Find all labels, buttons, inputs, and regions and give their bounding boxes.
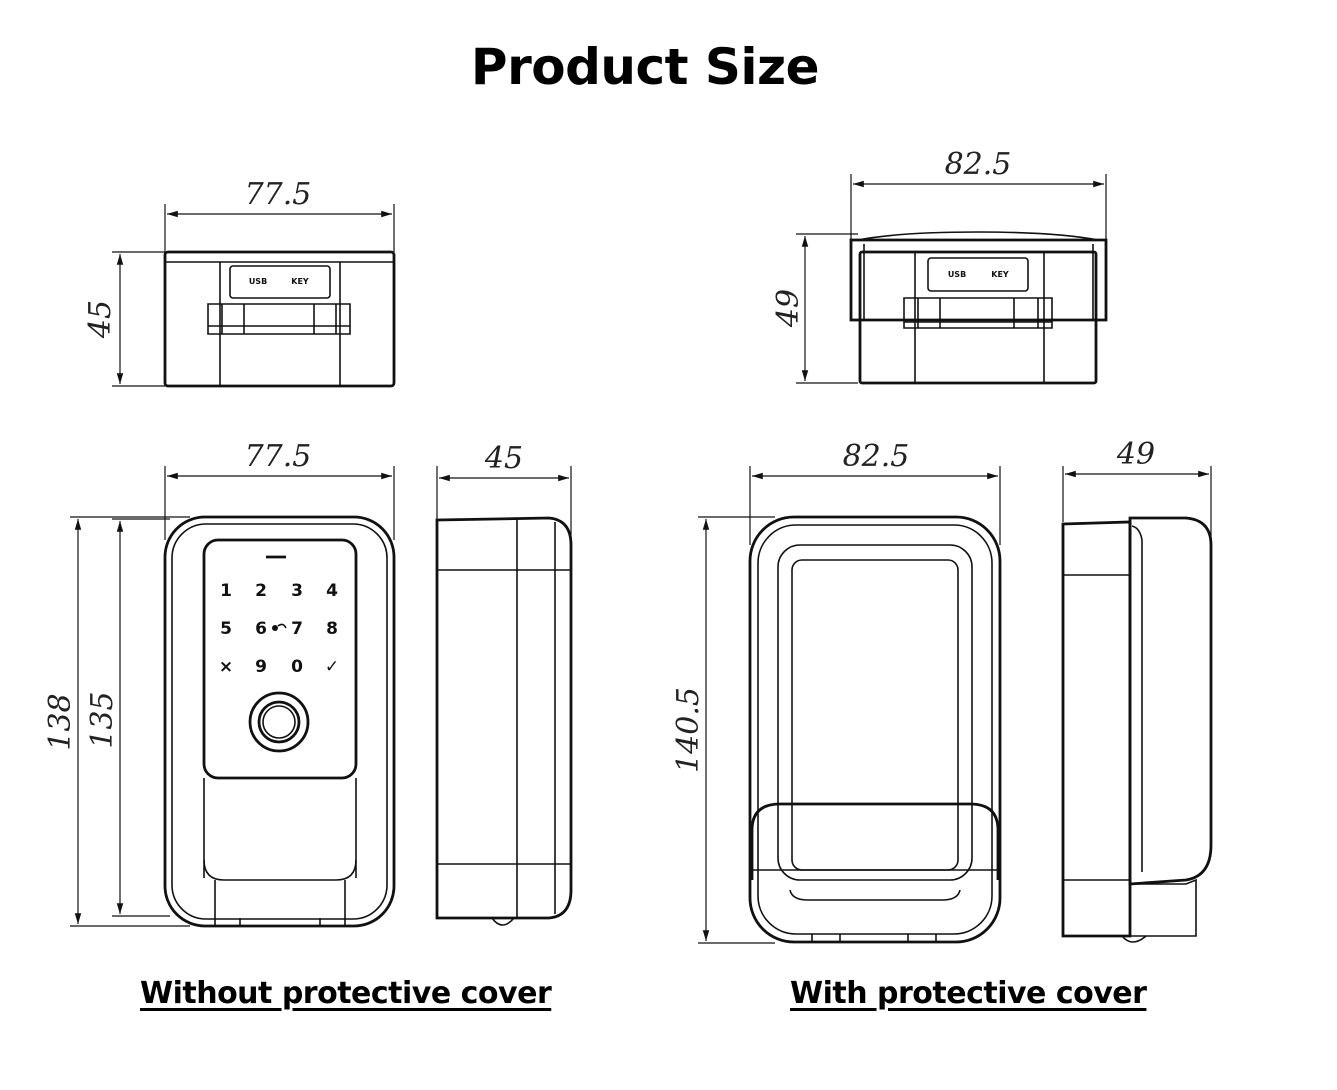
left-side-depth-dimension: 45 bbox=[436, 441, 572, 540]
left-side-view: 45 bbox=[435, 441, 573, 926]
page-title: Product Size bbox=[470, 38, 820, 96]
caption-without-cover: Without protective cover bbox=[140, 976, 552, 1011]
right-top-view: 82.5 49 USB KEY bbox=[771, 147, 1108, 385]
left-key-port-label: KEY bbox=[291, 277, 309, 286]
right-top-width-dimension: 82.5 bbox=[850, 147, 1107, 240]
left-front-width-dimension: 77.5 bbox=[164, 439, 395, 540]
left-front-width-label: 77.5 bbox=[245, 439, 312, 474]
key-3: 3 bbox=[291, 581, 303, 601]
right-top-height-label: 49 bbox=[771, 289, 806, 328]
left-top-height-label: 45 bbox=[83, 300, 118, 339]
key-cancel: × bbox=[219, 657, 233, 677]
right-usb-port-label: USB bbox=[948, 270, 966, 279]
key-0: 0 bbox=[291, 657, 303, 677]
right-side-depth-label: 49 bbox=[1116, 437, 1155, 472]
left-inner-height-label: 135 bbox=[85, 691, 120, 748]
fingerprint-sensor-icon bbox=[248, 691, 310, 753]
right-top-width-label: 82.5 bbox=[945, 147, 1012, 182]
right-front-view: 82.5 140.5 bbox=[671, 439, 1002, 944]
right-front-width-dimension: 82.5 bbox=[749, 439, 1001, 545]
key-9: 9 bbox=[255, 657, 267, 677]
left-top-width-dimension: 77.5 bbox=[164, 177, 395, 252]
left-outer-height-label: 138 bbox=[43, 693, 78, 750]
right-height-dimension: 140.5 bbox=[671, 516, 775, 944]
left-top-width-label: 77.5 bbox=[245, 177, 312, 212]
key-4: 4 bbox=[326, 581, 338, 601]
right-top-height-dimension: 49 bbox=[771, 233, 858, 384]
key-1: 1 bbox=[220, 581, 232, 601]
keypad: 1 2 3 4 5 6 7 8 × 9 0 ✓ bbox=[219, 581, 339, 677]
key-5: 5 bbox=[220, 619, 232, 639]
left-top-view: 77.5 45 USB KEY bbox=[83, 177, 396, 388]
left-usb-port-label: USB bbox=[249, 277, 267, 286]
caption-with-cover: With protective cover bbox=[790, 976, 1147, 1011]
left-side-depth-label: 45 bbox=[484, 441, 523, 476]
right-height-label: 140.5 bbox=[671, 687, 706, 773]
left-outer-height-dimension: 138 bbox=[43, 516, 190, 927]
right-side-depth-dimension: 49 bbox=[1062, 437, 1212, 540]
left-inner-height-dimension: 135 bbox=[85, 518, 170, 917]
right-key-port-label: KEY bbox=[991, 270, 1009, 279]
left-top-height-dimension: 45 bbox=[83, 251, 165, 387]
left-front-view: 77.5 138 135 1 2 3 4 5 6 bbox=[43, 439, 396, 928]
key-bell-icon bbox=[272, 623, 287, 631]
right-front-width-label: 82.5 bbox=[843, 439, 910, 474]
key-8: 8 bbox=[326, 619, 338, 639]
key-6: 6 bbox=[255, 619, 267, 639]
key-2: 2 bbox=[255, 581, 267, 601]
key-confirm: ✓ bbox=[325, 657, 339, 677]
right-side-view: 49 bbox=[1061, 437, 1213, 943]
key-7: 7 bbox=[291, 619, 303, 639]
